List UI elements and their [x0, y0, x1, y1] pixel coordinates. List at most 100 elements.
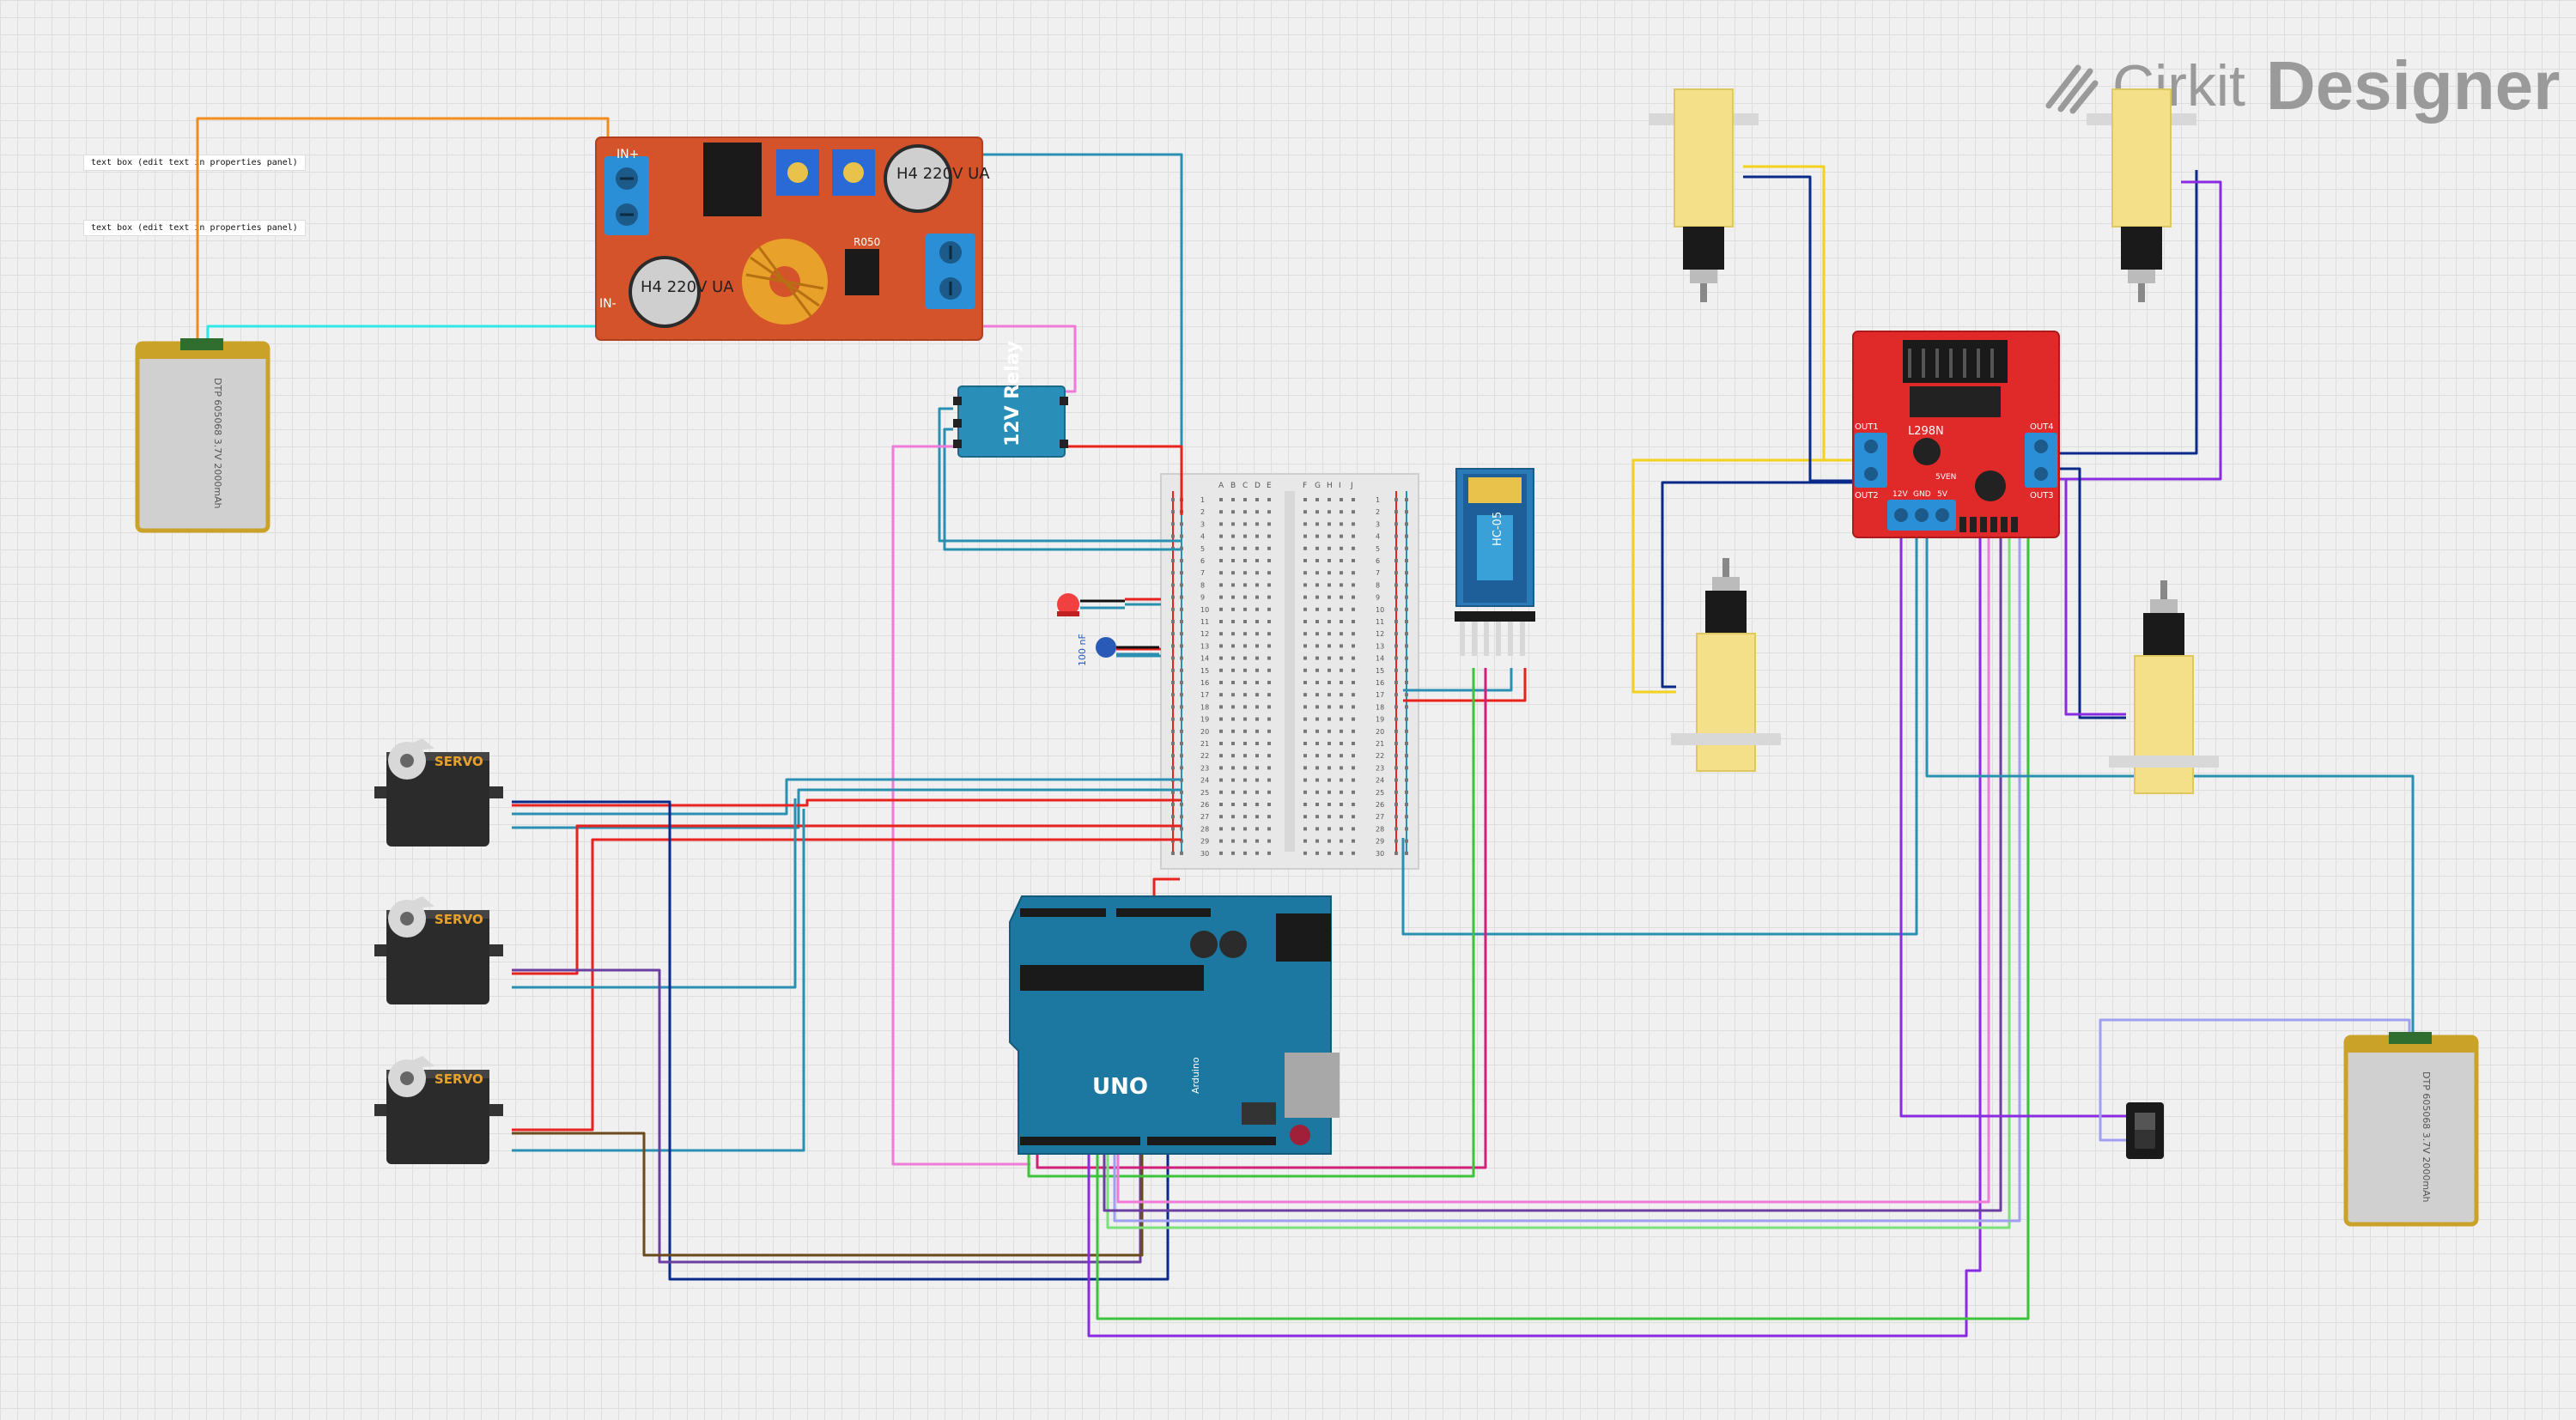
wire[interactable] [1113, 537, 2021, 1223]
servo-3[interactable]: SERVO [374, 1056, 503, 1164]
wire[interactable] [1661, 481, 1872, 689]
wire[interactable] [1152, 877, 1180, 896]
wire[interactable] [1116, 537, 1990, 1204]
battery-left[interactable]: DTP 605068 3.7V 2000mAh [135, 338, 270, 533]
rocker-switch[interactable] [2126, 1102, 2164, 1159]
reset-button[interactable] [1290, 1125, 1310, 1145]
bb-row-label: 11 [1376, 618, 1384, 626]
battery-right[interactable]: DTP 605068 3.7V 2000mAh [2343, 1032, 2479, 1227]
bb-row-label: 4 [1376, 533, 1380, 541]
bb-row-label: 9 [1376, 594, 1380, 602]
bb-row-label: 3 [1376, 520, 1380, 528]
bb-row-label: 5 [1376, 545, 1380, 553]
wire[interactable] [2057, 477, 2126, 716]
bb-row-label: 7 [1200, 569, 1205, 577]
arduino-uno[interactable]: UNO Arduino [1009, 895, 1340, 1155]
driver-out1-label: OUT1 [1855, 422, 1879, 432]
brand-name-designer: Designer [2265, 47, 2561, 124]
wire[interactable] [979, 325, 1077, 393]
bb-col-label: E [1267, 482, 1272, 490]
wire[interactable] [512, 800, 1170, 1281]
bb-row-label: 8 [1376, 581, 1380, 589]
servo-2[interactable]: SERVO [374, 896, 503, 1004]
wire[interactable] [1065, 445, 1183, 515]
bb-row-label: 14 [1376, 655, 1384, 663]
bb-row-label: 19 [1200, 716, 1209, 724]
bluetooth-hc05[interactable]: HC-05 [1455, 468, 1535, 656]
wire[interactable] [1631, 458, 1872, 694]
wire[interactable] [512, 809, 805, 1152]
driver-gnd-label: GND [1913, 490, 1931, 499]
bb-row-label: 24 [1200, 777, 1209, 785]
wire[interactable] [1743, 175, 1872, 482]
bb-row-label: 19 [1376, 716, 1384, 724]
wire[interactable] [1036, 668, 1487, 1169]
bb-row-label: 30 [1200, 850, 1209, 858]
wire[interactable] [1899, 537, 2126, 1118]
servo-1-label: SERVO [434, 754, 483, 769]
driver-out4-label: OUT4 [2030, 422, 2054, 432]
bb-row-label: 12 [1200, 630, 1209, 638]
wire[interactable] [938, 407, 1182, 543]
wire[interactable] [512, 778, 1182, 816]
terminal-in-top [605, 156, 649, 235]
wire[interactable] [2099, 1018, 2411, 1142]
wire[interactable] [512, 838, 1182, 1132]
servo-1[interactable]: SERVO [374, 738, 503, 847]
driver-out3-label: OUT3 [2030, 491, 2054, 501]
gear-motor-3[interactable] [1671, 558, 1781, 772]
wire[interactable] [1087, 537, 1982, 1338]
wire[interactable] [512, 788, 1182, 829]
bb-row-label: 9 [1200, 594, 1205, 602]
wire[interactable] [512, 824, 1182, 975]
text-box-2[interactable]: text box (edit text in properties panel) [83, 220, 306, 236]
red-led[interactable] [1057, 593, 1125, 616]
wire[interactable] [1096, 537, 2030, 1320]
wire[interactable] [1403, 668, 1527, 702]
relay-module[interactable]: 12V Relay [953, 341, 1068, 458]
wire[interactable] [2057, 170, 2198, 455]
wire[interactable] [1743, 165, 1872, 462]
wire[interactable] [943, 428, 1182, 551]
bb-col-label: A [1218, 482, 1224, 490]
bb-row-label: 30 [1376, 850, 1384, 858]
l298n-motor-driver[interactable]: L298N OUT1 OUT2 OUT4 OUT3 12V GND 5V 5VE… [1852, 331, 2060, 538]
gear-motor-2[interactable] [2087, 88, 2196, 302]
bb-row-label: 3 [1200, 520, 1205, 528]
bb-row-label: 16 [1200, 679, 1209, 687]
wire[interactable] [979, 153, 1183, 498]
cap-top-label: H4 220V UA [896, 165, 990, 183]
bb-row-label: 21 [1376, 740, 1384, 748]
text-box-1[interactable]: text box (edit text in properties panel) [83, 155, 306, 171]
wire[interactable] [2057, 467, 2126, 719]
bb-row-label: 26 [1376, 801, 1384, 809]
buck-converter[interactable]: IN+ H4 220V UA H4 220V UA R050 IN- [595, 137, 990, 341]
usb-port [1285, 1053, 1340, 1118]
bb-row-label: 11 [1200, 618, 1209, 626]
bb-row-label: 17 [1376, 691, 1384, 699]
bb-row-label: 27 [1376, 813, 1384, 821]
wire[interactable] [1027, 668, 1475, 1178]
bb-row-label: 27 [1200, 813, 1209, 821]
wire[interactable] [512, 798, 1182, 807]
wire[interactable] [891, 445, 1030, 1166]
ceramic-capacitor[interactable]: 100 nF [1077, 634, 1159, 666]
wire[interactable] [1103, 537, 2002, 1212]
wire[interactable] [512, 798, 797, 989]
wire[interactable] [206, 325, 610, 345]
wire[interactable] [512, 968, 1142, 1264]
wire[interactable] [1106, 537, 2011, 1229]
bluetooth-label: HC-05 [1492, 512, 1504, 546]
label-in-plus: IN+ [617, 148, 639, 161]
gear-motor-1[interactable] [1649, 88, 1759, 302]
wire[interactable] [1401, 537, 1918, 936]
bb-col-label: F [1303, 482, 1307, 490]
chip-label: R050 [854, 236, 880, 248]
bb-row-label: 18 [1200, 703, 1209, 711]
mosfet-chip [703, 143, 762, 216]
gear-motor-4[interactable] [2109, 580, 2219, 794]
wire[interactable] [196, 117, 610, 345]
wire[interactable] [2057, 180, 2222, 481]
wire[interactable] [1403, 668, 1513, 692]
